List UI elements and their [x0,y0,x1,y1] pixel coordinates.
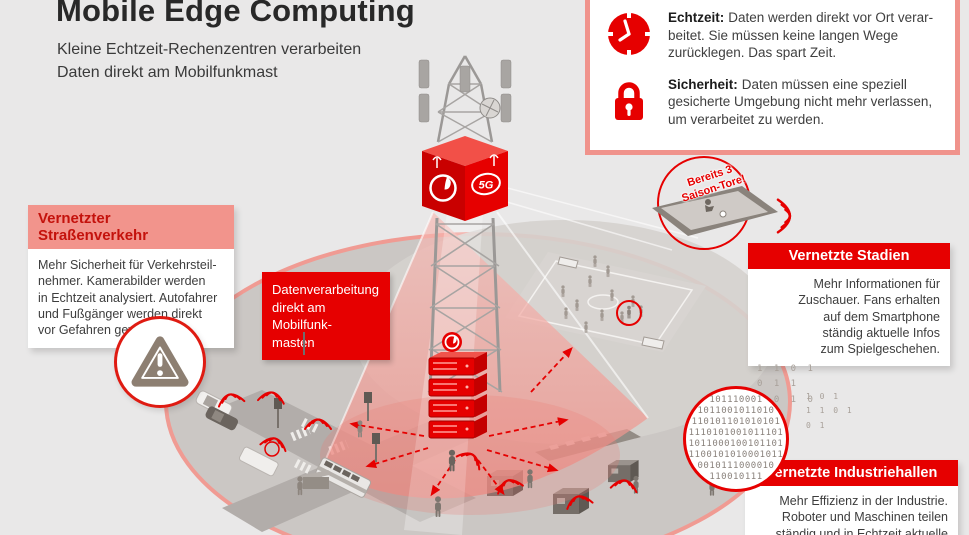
car [205,406,239,431]
legend-text-sicherheit: Sicherheit:Daten müssen eine speziell ge… [668,76,933,127]
binary-data-magnifier: 101110001 1011001011010 110101101010101 … [683,386,789,492]
traffic-lights [274,392,380,489]
legend-term: Echtzeit: [668,10,725,25]
card-vernetzte-stadien: Vernetzte Stadien Mehr Informationen für… [748,243,950,367]
small-antenna-icons [432,154,499,168]
binary-digits: 1 0 1 1 1 0 1 0 1 [806,392,854,430]
van [238,446,279,477]
legend-item-sicherheit: Sicherheit:Daten müssen eine speziell ge… [606,76,945,129]
card-text: Mehr Informationen für Zuschauer. Fans e… [798,277,940,356]
stadium-players [561,255,643,334]
card-title: Vernetzter Straßenverkehr [28,205,234,249]
soccer-player-on-screen [705,199,714,212]
binary-rows: 101110001 1011001011010 110101101010101 … [688,395,784,482]
soccer-ball [719,210,727,218]
satellite-dish [479,97,501,119]
tablet-device [652,186,778,236]
antenna-panels [418,59,512,123]
stadium-field [505,252,706,352]
page-subtitle: Kleine Echtzeit-Rechenzentren verarbeite… [57,41,362,82]
warning-badge [114,316,206,408]
card-title: Vernetzte Stadien [748,243,950,269]
svg-text:5G: 5G [479,180,494,192]
legend-item-echtzeit: Echtzeit:Daten werden direkt vor Ort ver… [606,9,945,62]
page-title: Mobile Edge Computing [56,0,415,28]
lock-icon [606,78,652,124]
vodafone-logo-icon [442,332,462,352]
wifi-signal-icons [215,198,792,510]
card-text: Mehr Effizienz in der Industrie. Roboter… [775,494,948,535]
clock-icon [606,11,652,57]
warning-triangle-icon [131,336,189,387]
label-datenverarbeitung: Datenverarbeitung direkt am Mobilfunk- m… [262,272,390,361]
legend-text-echtzeit: Echtzeit:Daten werden direkt vor Ort ver… [668,10,934,61]
label-connector-line [303,332,305,355]
card-vernetzte-industriehallen: Vernetzte Industriehallen Mehr Effizienz… [745,460,958,535]
camera-highlight-circle [264,441,280,457]
legend-panel: Echtzeit:Daten werden direkt vor Ort ver… [585,0,960,156]
vodafone-logo-icon [429,174,457,202]
edge-server-stack [428,332,487,439]
legend-term: Sicherheit: [668,76,738,92]
data-flow-arrows [349,347,573,497]
5g-cube: 5G [422,136,508,221]
5g-logo: 5G [471,172,501,196]
